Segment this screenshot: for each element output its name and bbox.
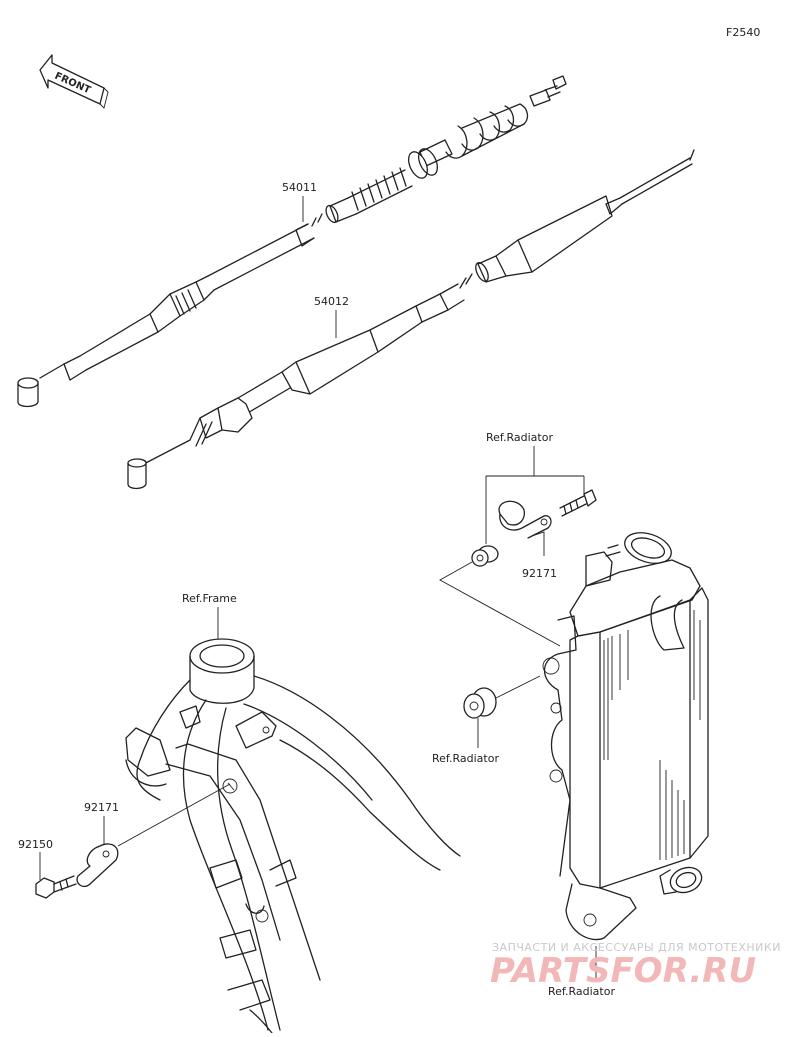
- part-label-92150: 92150: [18, 838, 53, 851]
- radiator: [542, 532, 709, 941]
- figure-code: F2540: [726, 26, 760, 39]
- ref-radiator-top: Ref.Radiator: [486, 431, 553, 444]
- part-label-54012: 54012: [314, 295, 349, 308]
- front-arrow-icon: FRONT: [39, 54, 109, 109]
- cable-54011: [17, 75, 567, 408]
- radiator-bolt: [559, 489, 597, 517]
- part-label-92171-lower: 92171: [84, 801, 119, 814]
- watermark-tagline: ЗАПЧАСТИ И АКСЕССУАРЫ ДЛЯ МОТОТЕХНИКИ: [492, 941, 781, 954]
- radiator-clamp: [498, 500, 552, 539]
- ref-frame: Ref.Frame: [182, 592, 237, 605]
- frame: [125, 638, 461, 1034]
- part-label-54011: 54011: [282, 181, 317, 194]
- ref-radiator-bottom: Ref.Radiator: [548, 985, 615, 998]
- cable-54012: [127, 149, 695, 490]
- radiator-grommet-top: [471, 545, 499, 567]
- bolt-92150-icon: [35, 875, 77, 899]
- ref-radiator-middle: Ref.Radiator: [432, 752, 499, 765]
- part-label-92171-top: 92171: [522, 567, 557, 580]
- cable-clip: [76, 843, 119, 888]
- radiator-grommet-lower: [463, 687, 497, 719]
- watermark-logo: PARTSFOR.RU: [490, 951, 756, 991]
